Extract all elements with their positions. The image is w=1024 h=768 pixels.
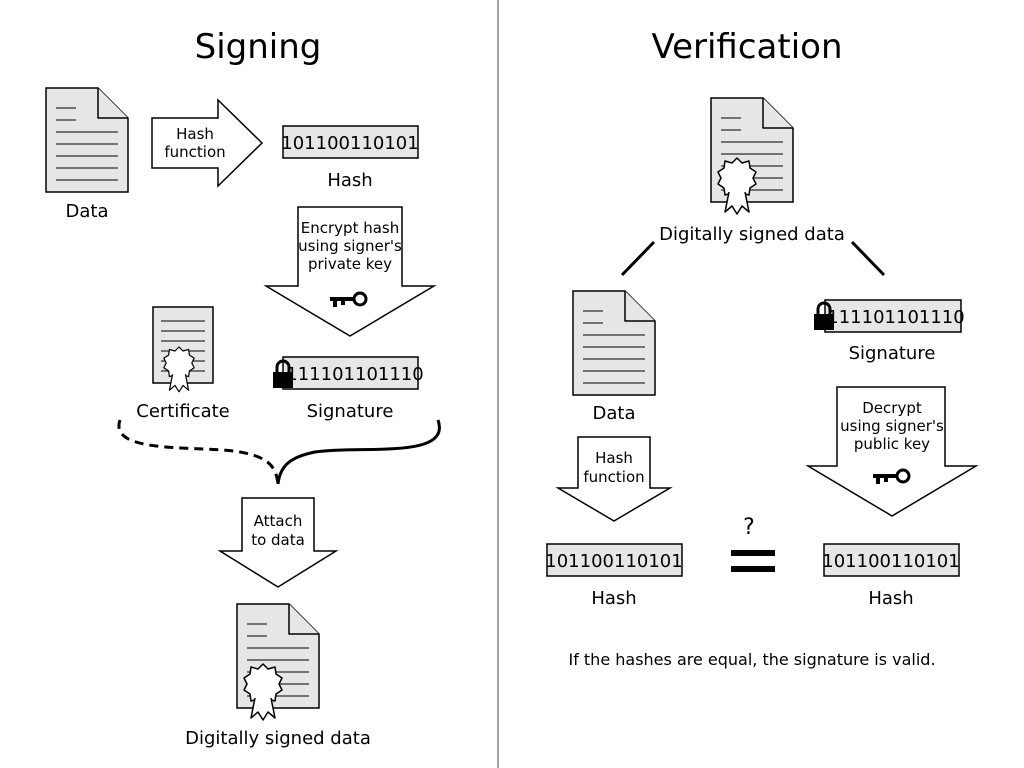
encrypt-label-line2: using signer's [298, 237, 402, 255]
document-icon [45, 87, 129, 193]
verification-hash-function-line1: Hash [595, 449, 633, 467]
verification-hash-label-right: Hash [868, 588, 913, 609]
padlock-icon [814, 301, 834, 330]
hash-bits: 101100110101 [281, 133, 418, 154]
equals-icon [731, 550, 775, 572]
combine-brace [117, 419, 441, 485]
attach-label-line1: Attach [254, 512, 303, 530]
hash-value-box: 101100110101 [281, 125, 419, 159]
signing-data-label: Data [66, 201, 109, 222]
verification-title: Verification [651, 27, 842, 67]
hash-value-box-right: 101100110101 [822, 543, 960, 577]
signature-value-box: 111101101110 [814, 299, 965, 333]
seal-icon [243, 663, 283, 721]
question-mark: ? [743, 515, 755, 540]
decrypt-label-line1: Decrypt [862, 399, 922, 417]
certificate-label: Certificate [136, 401, 230, 422]
decrypt-label-line3: public key [854, 435, 930, 453]
attach-to-data-arrow: Attach to data [217, 497, 339, 588]
hash-function-label-line1: Hash [176, 125, 214, 143]
decrypt-label-line2: using signer's [840, 417, 944, 435]
signing-title: Signing [195, 27, 322, 67]
verification-signature-label: Signature [849, 343, 936, 364]
split-line-right [850, 240, 886, 277]
seal-icon [717, 157, 757, 215]
verification-hash-label-left: Hash [591, 588, 636, 609]
decrypt-signature-arrow: Decrypt using signer's public key [805, 386, 979, 517]
signing-signed-label: Digitally signed data [185, 728, 371, 749]
split-line-left [620, 240, 656, 277]
certificate-icon [152, 306, 214, 393]
encrypt-label-line3: private key [308, 255, 392, 273]
verification-signature-bits: 111101101110 [827, 307, 964, 328]
padlock-icon [273, 359, 293, 388]
signing-hash-label: Hash [327, 170, 372, 191]
verification-signed-label: Digitally signed data [659, 224, 845, 245]
signature-bits: 111101101110 [286, 364, 423, 385]
key-icon [873, 468, 911, 484]
hash-function-arrow: Hash function [555, 436, 673, 522]
verification-hash-function-line2: function [583, 468, 644, 486]
verification-hash-bits-right: 101100110101 [822, 551, 959, 572]
verification-footnote: If the hashes are equal, the signature i… [568, 650, 935, 669]
key-icon [330, 291, 368, 307]
hash-function-label-line2: function [164, 143, 225, 161]
encrypt-label-line1: Encrypt hash [301, 219, 399, 237]
verification-data-label: Data [593, 403, 636, 424]
seal-icon [163, 346, 195, 393]
signing-signature-label: Signature [307, 401, 394, 422]
signed-document-icon [710, 97, 794, 215]
attach-label-line2: to data [251, 531, 305, 549]
verification-hash-bits-left: 101100110101 [545, 551, 682, 572]
hash-value-box-left: 101100110101 [545, 543, 683, 577]
hash-function-arrow: Hash function [151, 98, 264, 188]
signed-document-icon [236, 603, 320, 721]
document-icon [572, 290, 656, 396]
signature-value-box: 111101101110 [273, 356, 424, 390]
encrypt-hash-arrow: Encrypt hash using signer's private key [263, 206, 437, 337]
